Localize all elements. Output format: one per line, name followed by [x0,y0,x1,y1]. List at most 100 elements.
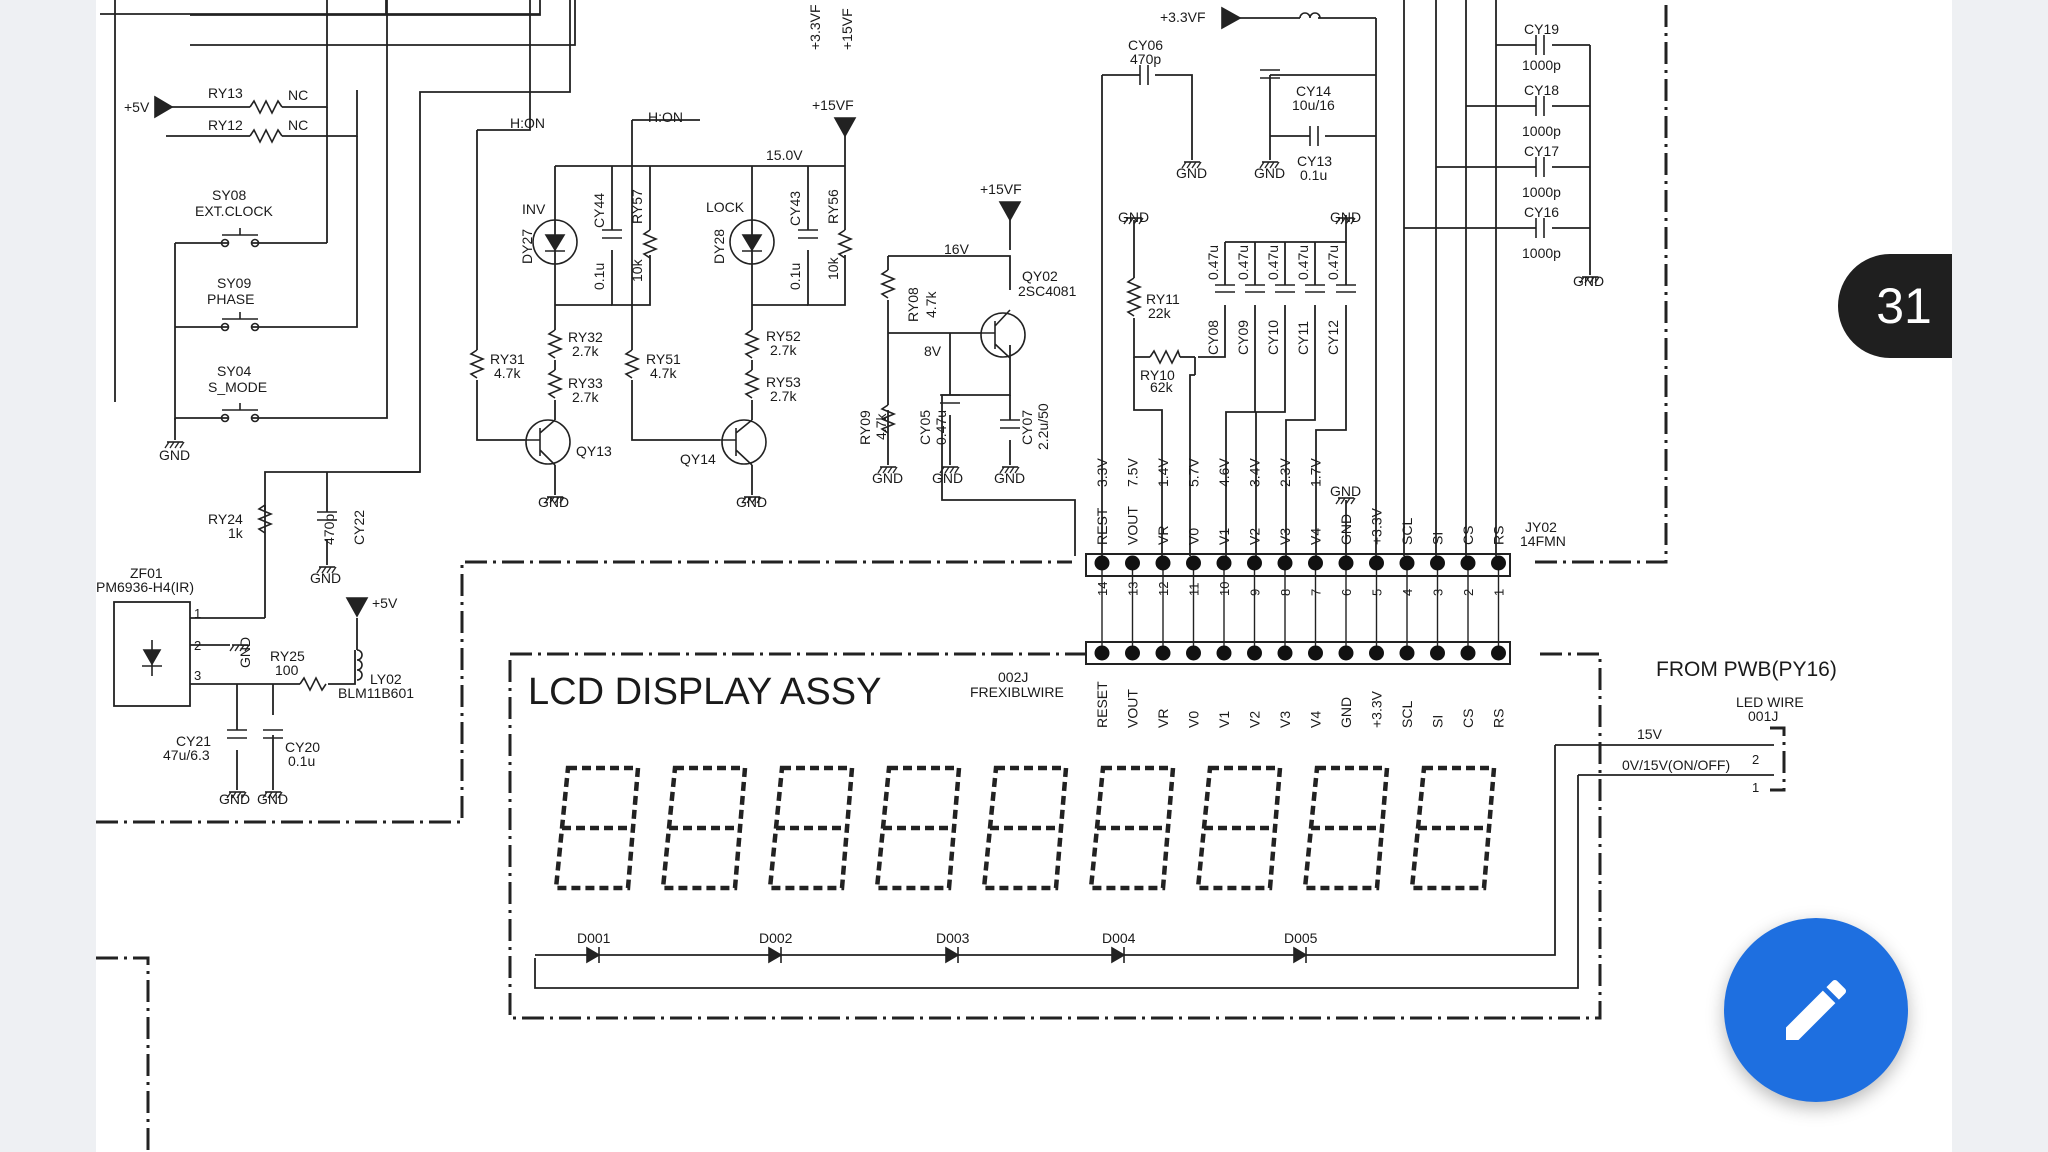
svg-text:CY06: CY06 [1128,37,1163,53]
svg-text:SY08: SY08 [212,187,246,203]
svg-text:1000p: 1000p [1522,57,1561,73]
seven-segment-digit [1409,765,1497,891]
pin-number: 12 [1156,582,1171,596]
svg-text:2: 2 [194,638,201,653]
svg-text:CY14: CY14 [1296,83,1331,99]
pin-dot-top [1460,555,1476,571]
svg-text:0.47u: 0.47u [1325,245,1341,280]
component-symbols [113,6,1545,964]
pin-label-bottom: V4 [1308,711,1324,728]
pin-label-bottom: VR [1155,709,1171,728]
svg-text:RY08: RY08 [905,287,921,322]
pin-dot-top [1308,555,1323,571]
title-lcd-display-assy: LCD DISPLAY ASSY [528,671,881,713]
pin-number: 9 [1248,589,1263,596]
svg-text:QY13: QY13 [576,443,612,459]
pin-number: 4 [1400,589,1415,596]
svg-text:DY27: DY27 [519,229,535,264]
svg-text:+3.3VF: +3.3VF [1160,9,1206,25]
wiring [100,0,1774,989]
svg-text:0.47u: 0.47u [933,410,949,445]
svg-text:CY43: CY43 [787,191,803,226]
svg-text:RY33: RY33 [568,375,603,391]
svg-text:LY02: LY02 [370,671,402,687]
svg-text:002J: 002J [998,669,1028,685]
led-diode [586,946,601,964]
seven-segment-digit [1195,765,1283,891]
pin-number: 6 [1339,589,1354,596]
svg-text:15.0V: 15.0V [766,147,803,163]
svg-text:2.7k: 2.7k [770,342,797,358]
voltage-label: 5.7V [1186,458,1202,487]
svg-text:ZF01: ZF01 [130,565,163,581]
pin-dot-top [1247,555,1262,571]
svg-text:RY32: RY32 [568,329,603,345]
voltage-label: 2.3V [1277,458,1293,487]
pin-label-top: GND [1338,514,1354,545]
pin-label-top: RS [1491,526,1507,545]
pin-label-top: SI [1430,532,1446,545]
voltage-label: 4.6V [1216,458,1232,487]
seven-segment-digit [874,765,962,891]
svg-text:1: 1 [1752,780,1759,795]
pin-dot-top [1277,555,1293,571]
led-label: D002 [759,930,793,946]
svg-text:LED WIRE: LED WIRE [1736,694,1804,710]
pin-label-bottom: CS [1460,709,1476,728]
page-number: 31 [1876,278,1932,334]
seven-segment-digit [1302,765,1390,891]
svg-text:3: 3 [194,668,201,683]
svg-text:RY25: RY25 [270,648,305,664]
connector-jy02 [1085,553,1511,665]
pin-label-bottom: RESET [1094,681,1110,728]
pin-label-bottom: V0 [1186,711,1202,728]
pin-number: 5 [1370,589,1385,596]
svg-text:1000p: 1000p [1522,245,1561,261]
svg-text:RY31: RY31 [490,351,525,367]
svg-text:PM6936-H4(IR): PM6936-H4(IR) [96,579,194,595]
svg-text:GND: GND [932,470,963,486]
svg-text:PHASE: PHASE [207,291,254,307]
svg-text:10k: 10k [629,258,645,282]
pin-label-bottom: V3 [1277,711,1293,728]
pencil-icon [1786,979,1847,1040]
svg-text:BLM11B601: BLM11B601 [338,685,414,701]
led-diode [768,946,783,964]
pin-label-top: V1 [1216,528,1232,545]
pin-dot-bottom [1155,645,1171,661]
pin-dot-bottom [1216,645,1232,661]
pin-label-bottom: V1 [1216,711,1232,728]
pin-label-top: SCL [1399,518,1415,545]
svg-text:GND: GND [237,637,253,668]
edit-button[interactable] [1724,918,1908,1102]
pin-number: 2 [1461,589,1476,596]
svg-text:GND: GND [1254,165,1285,181]
pin-dot-bottom [1247,645,1262,661]
pin-dot-bottom [1277,645,1293,661]
svg-text:QY14: QY14 [680,451,716,467]
led-label: D005 [1284,930,1318,946]
svg-text:CY20: CY20 [285,739,320,755]
pin-label-bottom: RS [1491,709,1507,728]
seven-segment-digit [981,765,1069,891]
svg-text:CY05: CY05 [917,410,933,445]
svg-text:H:ON: H:ON [510,115,545,131]
svg-text:RY53: RY53 [766,374,801,390]
svg-text:GND: GND [310,570,341,586]
svg-text:GND: GND [1330,483,1361,499]
pin-number: 10 [1217,582,1232,596]
svg-text:RY24: RY24 [208,511,243,527]
svg-text:CY09: CY09 [1235,320,1251,355]
svg-text:NC: NC [288,117,308,133]
voltage-label: 3.4V [1247,458,1263,487]
svg-text:+5V: +5V [372,595,398,611]
svg-text:1: 1 [194,606,201,621]
svg-text:GND: GND [1176,165,1207,181]
pin-dot-bottom [1338,645,1354,661]
svg-text:CY07: CY07 [1019,410,1035,445]
seven-segment-digit [660,765,748,891]
voltage-label: 3.3V [1094,458,1110,487]
pin-label-top: V0 [1186,528,1202,545]
svg-text:CY13: CY13 [1297,153,1332,169]
